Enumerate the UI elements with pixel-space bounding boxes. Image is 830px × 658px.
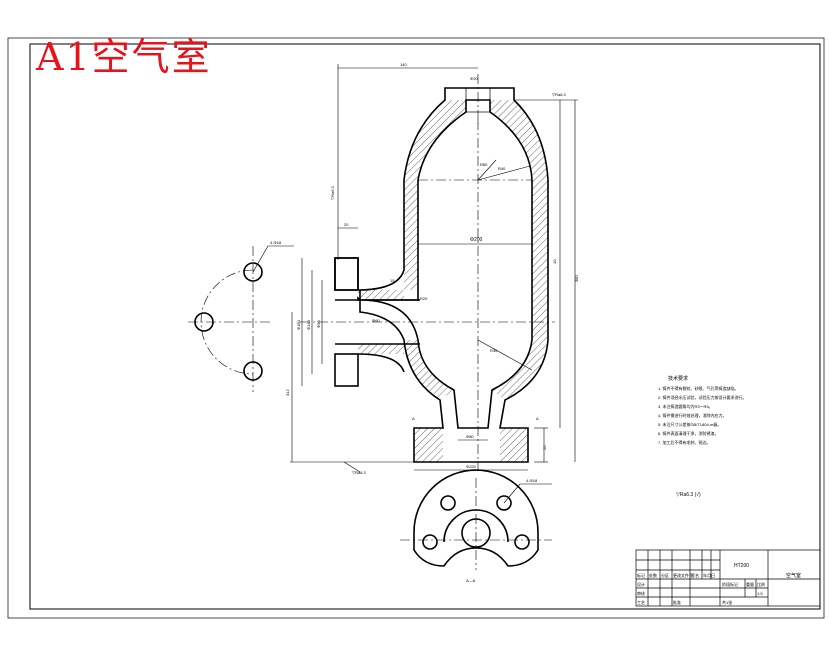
dim-radius-bottom: R20 [420, 296, 428, 301]
dim-inner-width: Φ200 [470, 237, 483, 243]
section-aa-view: 4-Φ18 A—A [400, 469, 552, 583]
tb-header-2: 分区 [661, 572, 669, 578]
dim-wall: 10 [552, 259, 557, 264]
tech-req-item-6: 6. 铸件表面清理干净，涂防锈漆。 [658, 430, 718, 436]
tb-stage-1: 重量 [746, 581, 754, 587]
bottom-holes-label: 4-Φ18 [526, 478, 538, 483]
dim-radius-mid: R30 [490, 348, 498, 353]
left-hole-bottom [243, 361, 263, 381]
tech-req-item-7: 7. 加工后不得有毛刺、锐边。 [658, 439, 710, 445]
technical-requirements: 技术要求 1. 铸件不得有裂纹、砂眼、气孔等铸造缺陷。 2. 铸件须经水压试验，… [658, 375, 746, 498]
svg-text:▽Ra6.3: ▽Ra6.3 [552, 92, 567, 97]
tb-material: HT200 [734, 563, 749, 569]
dim-base-height: 20 [542, 445, 547, 450]
title-block: 标记 处数 分区 更改文件号 签名 年月日 设计 审核 工艺 批准 阶段标记 重… [635, 549, 821, 607]
dim-angle: 15 [390, 278, 395, 283]
bolt-circle-arc [200, 269, 254, 375]
tech-req-item-3: 3. 未注铸造圆角均为R3～R5。 [658, 403, 713, 409]
tech-req-item-5: 5. 未注尺寸公差按GB/T1804-m级。 [658, 421, 721, 427]
inner-border [29, 43, 821, 610]
dim-base-width: Φ220 [466, 464, 477, 469]
dim-flange-bc: Φ140 [306, 319, 311, 330]
dim-flange-id: Φ90 [316, 320, 321, 328]
tb-role-0: 设计 [637, 581, 645, 587]
left-hole-left [194, 312, 214, 332]
tb-scale: 1:5 [757, 591, 763, 596]
svg-text:20: 20 [344, 222, 349, 227]
tb-sheet: 共1张 [722, 599, 732, 605]
dim-radius-top: R40 [498, 166, 506, 171]
tech-req-item-4: 4. 铸件需进行时效处理，消除内应力。 [658, 412, 726, 418]
left-holes-label: 4-Φ18 [270, 240, 282, 245]
svg-text:A: A [536, 416, 539, 421]
stamp-title: A1空气室 [36, 35, 212, 79]
section-label: A—A [466, 578, 476, 583]
tb-role-1: 审核 [637, 590, 645, 596]
tb-role-3: 批准 [673, 599, 681, 605]
tb-stage-2: 比例 [757, 581, 765, 587]
svg-text:A: A [412, 416, 415, 421]
dim-left-height: 312 [285, 389, 290, 396]
svg-text:▽Ra6.3: ▽Ra6.3 [330, 185, 335, 200]
tb-header-1: 处数 [649, 572, 657, 578]
left-flange-view: 4-Φ18 [188, 240, 294, 392]
body-inner [357, 99, 533, 429]
dim-radius-big: R80 [480, 162, 488, 167]
outer-border [7, 37, 825, 619]
tb-header-5: 年月日 [703, 572, 715, 578]
left-hole-top [243, 262, 263, 282]
svg-text:▽Ra6.3: ▽Ra6.3 [352, 470, 367, 475]
main-section-view: Φ200 R40 R80 R30 Φ60 R20 15 140 Φ20 10 3… [285, 62, 579, 475]
dim-height-main: 380 [574, 275, 579, 282]
dim-flange-od: Φ180 [296, 319, 301, 330]
roughness-note: ▽Ra6.3 (√) [676, 491, 701, 498]
tb-header-0: 标记 [637, 572, 645, 578]
tb-role-2: 工艺 [637, 600, 645, 605]
tech-req-item-2: 2. 铸件须经水压试验，试验压力按设计要求进行。 [658, 394, 746, 400]
dim-pipe-id: Φ60 [372, 318, 380, 323]
tech-req-title: 技术要求 [668, 375, 688, 382]
tech-req-item-1: 1. 铸件不得有裂纹、砂眼、气孔等铸造缺陷。 [658, 385, 738, 391]
tb-header-4: 签名 [691, 572, 699, 578]
tb-part-name: 空气室 [786, 572, 801, 579]
tb-header-3: 更改文件号 [673, 572, 693, 578]
tb-stage-0: 阶段标记 [722, 581, 738, 587]
body-outline [334, 87, 549, 463]
dim-base-inner: Φ80 [466, 434, 474, 439]
dim-top-width: 140 [400, 62, 407, 67]
dim-top-bore: Φ20 [470, 76, 478, 81]
